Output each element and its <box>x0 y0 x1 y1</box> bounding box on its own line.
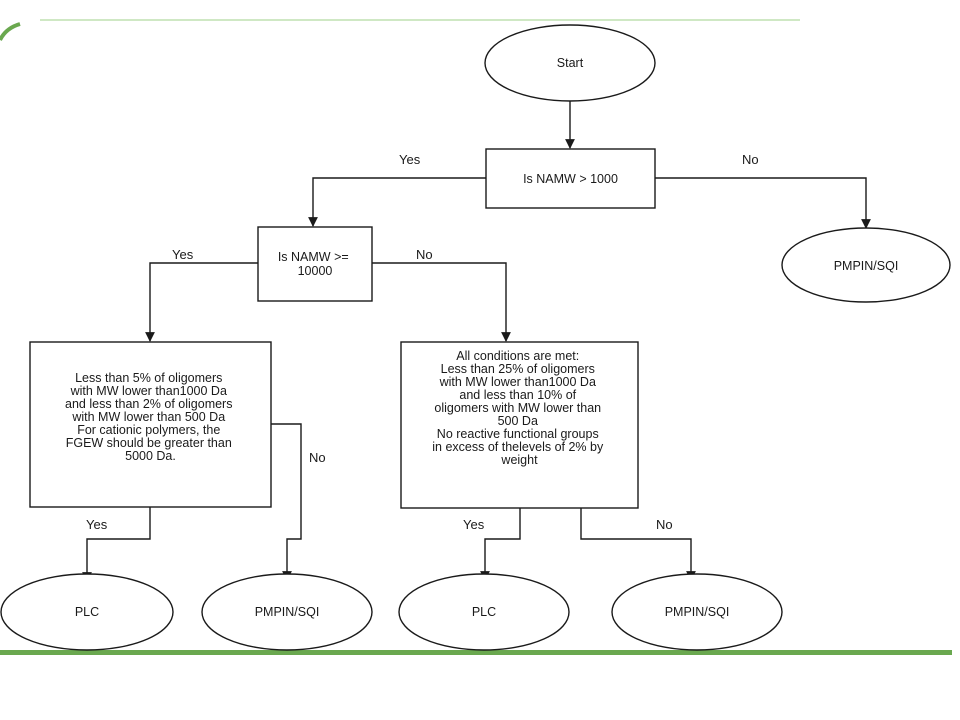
node-cond-right-line: No reactive functional groups <box>437 427 599 441</box>
edge-label-q2-yes: Yes <box>172 247 194 262</box>
node-cond-left: Less than 5% of oligomers with MW lower … <box>29 341 272 508</box>
edge-label-c2-no: No <box>656 517 673 532</box>
node-cond-right-line: Less than 25% of oligomers <box>441 362 595 376</box>
node-out4-label: PMPIN/SQI <box>665 605 730 619</box>
edge-label-c2-yes: Yes <box>463 517 485 532</box>
edge-label-q2-no: No <box>416 247 433 262</box>
node-cond-left-line: FGEW should be greater than <box>66 436 232 450</box>
node-out-right: PMPIN/SQI <box>781 227 951 303</box>
edge-c2-no <box>580 508 696 581</box>
edge-c2-yes <box>480 508 521 581</box>
node-out1: PLC <box>0 573 174 651</box>
node-q2-line: 10000 <box>298 264 333 278</box>
node-start-label: Start <box>557 56 584 70</box>
node-start: Start <box>484 24 656 102</box>
edge-label-c1-no: No <box>309 450 326 465</box>
node-cond-right-line: 500 Da <box>498 414 538 428</box>
edge-c1-yes <box>82 507 151 582</box>
node-cond-left-line: with MW lower than 500 Da <box>71 410 225 424</box>
node-out-right-label: PMPIN/SQI <box>834 259 899 273</box>
node-cond-left-line: 5000 Da. <box>125 449 176 463</box>
node-out2: PMPIN/SQI <box>201 573 373 651</box>
node-cond-right-line: All conditions are met: <box>456 349 579 363</box>
edge-q2-yes <box>145 262 258 342</box>
node-cond-right-text: All conditions are met: Less than 25% of… <box>432 349 606 467</box>
node-q1-line: Is NAMW > 1000 <box>523 172 618 186</box>
node-cond-right-line: oligomers with MW lower than <box>434 401 601 415</box>
node-cond-right-line: in excess of thelevels of 2% by <box>432 440 604 454</box>
node-cond-right-line: and less than 10% of <box>459 388 576 402</box>
edge-q1-yes <box>308 177 486 227</box>
node-cond-left-line: and less than 2% of oligomers <box>65 397 232 411</box>
node-cond-left-line: For cationic polymers, the <box>77 423 220 437</box>
edge-label-c1-yes: Yes <box>86 517 108 532</box>
node-q2-text: Is NAMW >= 10000 <box>278 250 352 278</box>
node-out2-label: PMPIN/SQI <box>255 605 320 619</box>
node-cond-right: All conditions are met: Less than 25% of… <box>400 341 639 509</box>
node-q2: Is NAMW >= 10000 <box>257 226 373 302</box>
node-out3: PLC <box>398 573 570 651</box>
edge-q2-no <box>372 262 511 342</box>
bottom-accent-bar <box>0 650 952 655</box>
edge-c1-no <box>271 423 302 581</box>
node-cond-right-line: with MW lower than1000 Da <box>439 375 596 389</box>
node-out1-label: PLC <box>75 605 99 619</box>
corner-swoosh <box>0 22 21 41</box>
node-q2-line: Is NAMW >= <box>278 250 349 264</box>
node-cond-left-line: Less than 5% of oligomers <box>75 371 222 385</box>
node-cond-right-line: weight <box>500 453 538 467</box>
node-out4: PMPIN/SQI <box>611 573 783 651</box>
node-cond-left-text: Less than 5% of oligomers with MW lower … <box>65 371 236 463</box>
node-q1: Is NAMW > 1000 <box>485 148 656 209</box>
node-out3-label: PLC <box>472 605 496 619</box>
edge-label-q1-yes: Yes <box>399 152 421 167</box>
edge-q1-no <box>655 177 871 229</box>
edge-label-q1-no: No <box>742 152 759 167</box>
node-q1-text: Is NAMW > 1000 <box>523 172 618 186</box>
node-cond-left-line: with MW lower than1000 Da <box>70 384 227 398</box>
